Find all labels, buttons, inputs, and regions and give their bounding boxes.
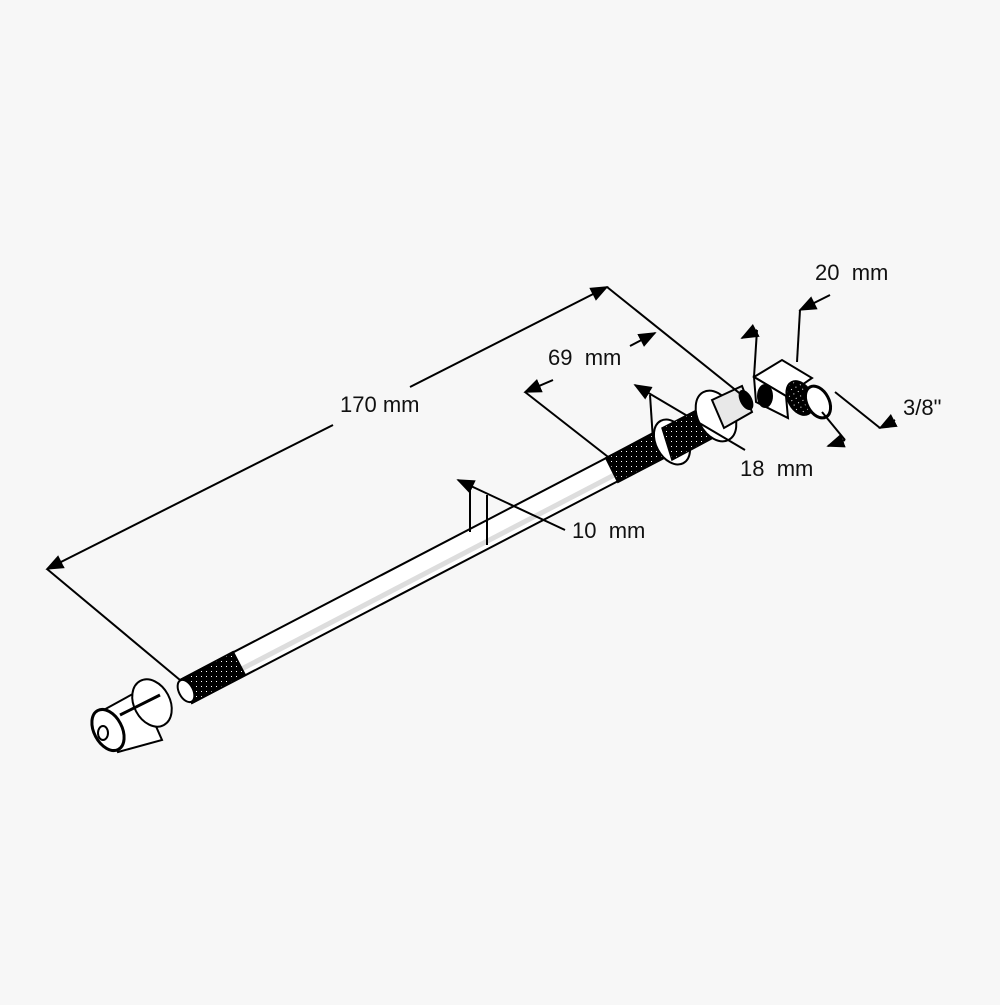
dimension-3-8	[821, 391, 898, 448]
label-thread-length: 69 mm	[548, 345, 622, 370]
label-fitting-width: 20 mm	[815, 260, 889, 285]
end-cap	[90, 678, 173, 754]
label-nut-size: 18 mm	[740, 456, 814, 481]
threaded-rod	[176, 430, 670, 705]
dimension-170	[45, 286, 749, 681]
dimension-10	[456, 479, 566, 545]
label-thread-size: 3/8"	[903, 395, 942, 420]
label-total-length: 170 mm	[340, 392, 420, 417]
dimension-18	[633, 384, 746, 451]
label-rod-diameter: 10 mm	[572, 518, 646, 543]
dimension-20	[740, 294, 831, 378]
dimension-69	[523, 332, 657, 461]
